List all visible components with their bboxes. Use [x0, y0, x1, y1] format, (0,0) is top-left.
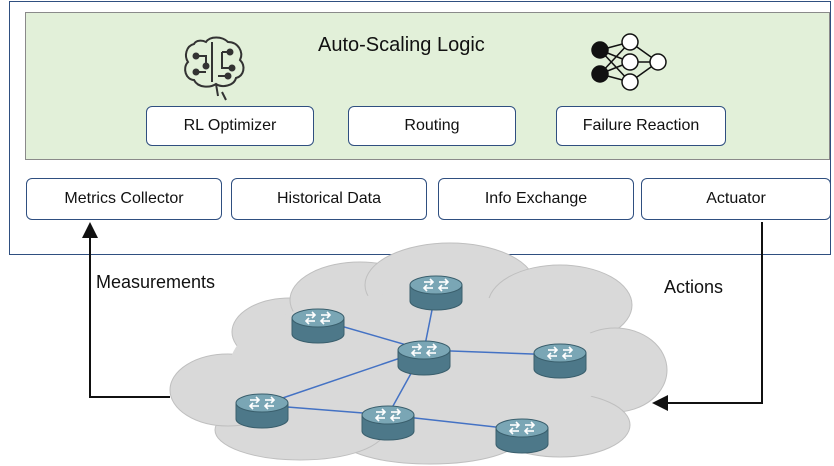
actions-label: Actions	[664, 277, 724, 297]
brain-circuit-icon	[184, 36, 245, 101]
router-icon	[495, 418, 549, 454]
router-icon	[409, 275, 463, 311]
measurements-arrow	[82, 222, 170, 398]
metrics-collector-box: Metrics Collector	[26, 178, 222, 220]
router-icon	[533, 343, 587, 379]
router-icon	[397, 340, 451, 376]
router-icon	[361, 405, 415, 441]
logic-title: Auto-Scaling Logic	[318, 34, 485, 56]
actuator-box: Actuator	[641, 178, 831, 220]
router-icon	[291, 308, 345, 344]
neural-network-icon	[591, 33, 667, 91]
routing-box: Routing	[348, 106, 516, 146]
router-icon	[235, 393, 289, 429]
failure-reaction-box: Failure Reaction	[556, 106, 726, 146]
historical-data-box: Historical Data	[231, 178, 427, 220]
info-exchange-box: Info Exchange	[438, 178, 634, 220]
router-group	[235, 275, 587, 454]
actions-arrow	[652, 222, 763, 411]
rl-optimizer-box: RL Optimizer	[146, 106, 314, 146]
measurements-label: Measurements	[96, 272, 216, 292]
